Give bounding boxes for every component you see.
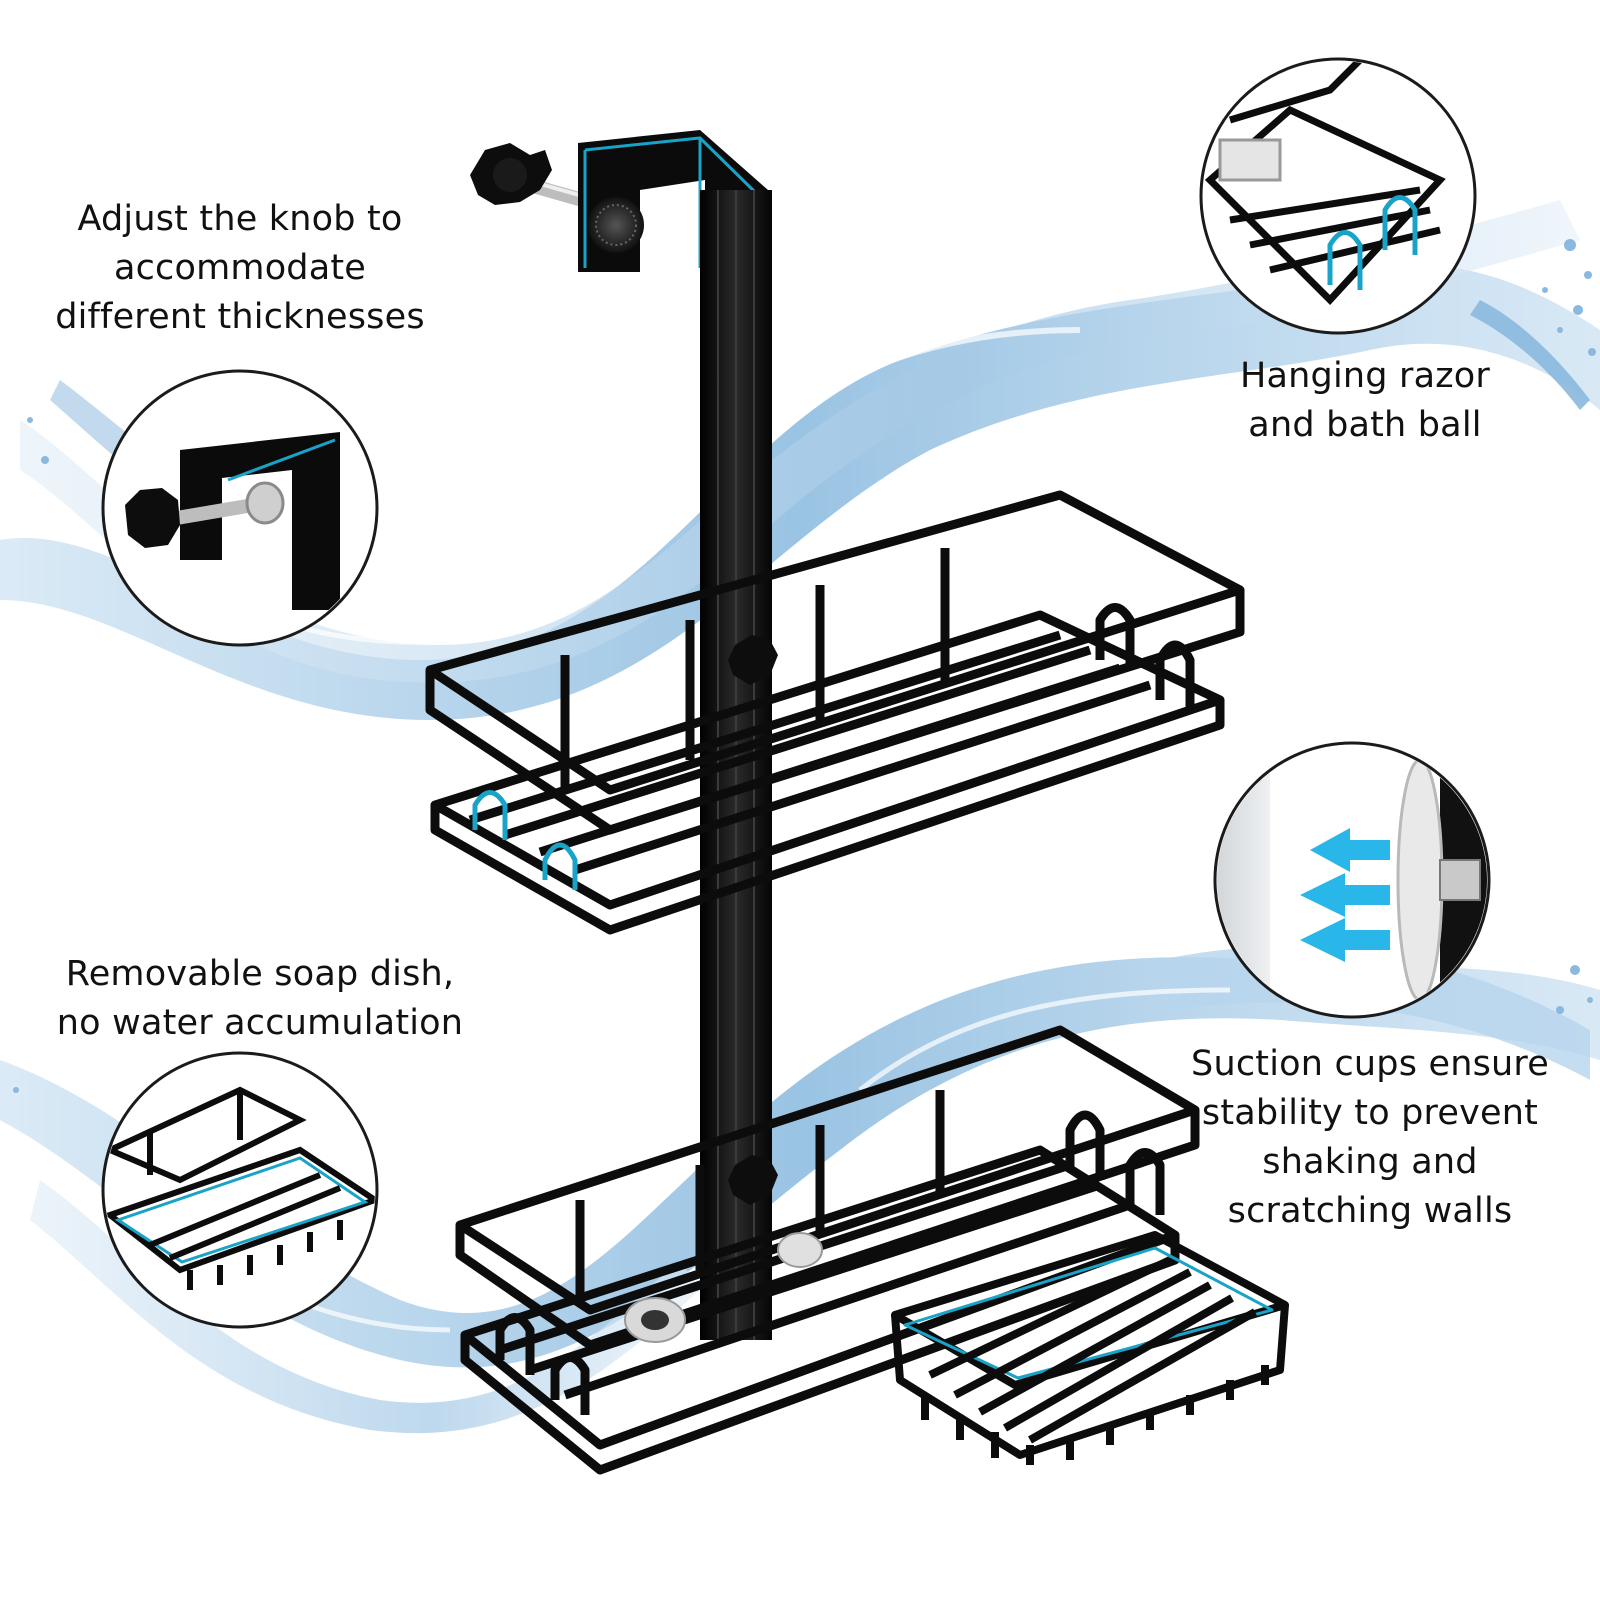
feature-razor-line-2: and bath ball [1248,405,1482,445]
detail-circle-knob [101,369,379,647]
feature-suction-line-4: scratching walls [1227,1191,1513,1231]
feature-text-soap: Removable soap dish, no water accumulati… [20,950,500,1048]
lower-shelf-knob [728,1155,778,1205]
detail-circle-soap [101,1051,379,1329]
feature-suction-line-1: Suction cups ensure [1191,1044,1549,1084]
water-droplets [13,239,1596,1093]
feature-text-razor: Hanging razor and bath ball [1170,352,1560,450]
shower-caddy [425,130,1289,1475]
soap-dish [891,1231,1289,1465]
feature-razor-line-1: Hanging razor [1239,356,1491,396]
feature-text-knob: Adjust the knob to accommodate different… [30,195,450,342]
feature-text-suction: Suction cups ensure stability to prevent… [1150,1040,1590,1236]
upper-shelf-knob [728,635,778,685]
feature-knob-line-3: different thicknesses [55,297,425,337]
suction-cup-product [624,1232,823,1343]
feature-knob-line-1: Adjust the knob to [77,199,403,239]
detail-circle-razor [1199,57,1477,335]
feature-soap-line-1: Removable soap dish, [65,954,455,994]
feature-soap-line-2: no water accumulation [56,1003,464,1043]
feature-knob-line-2: accommodate [113,248,367,288]
upper-shelf [425,490,1245,935]
feature-suction-line-2: stability to prevent [1201,1093,1539,1133]
feature-suction-line-3: shaking and [1262,1142,1478,1182]
